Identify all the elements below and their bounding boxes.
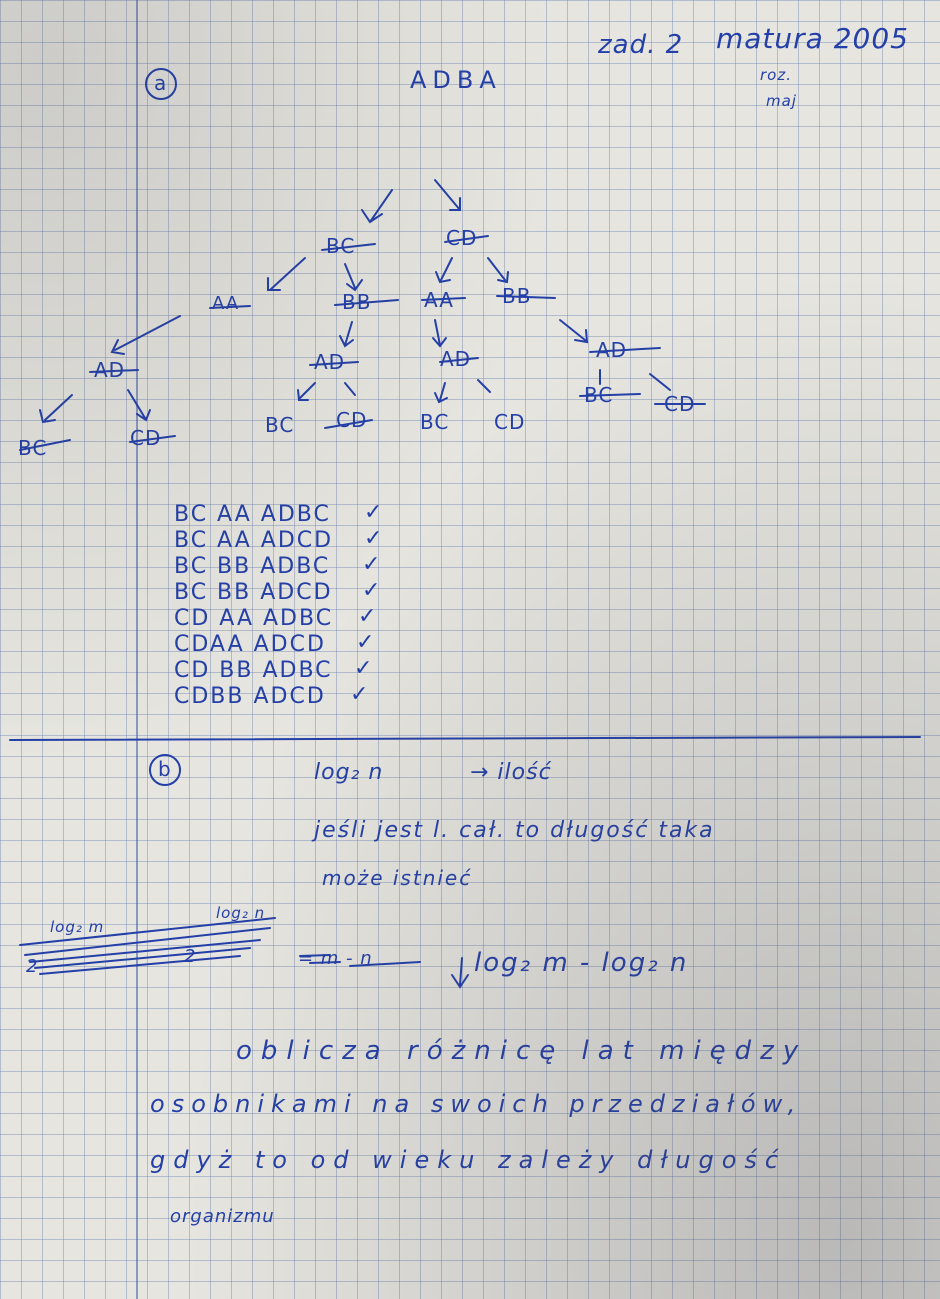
formula-log-n: log₂ n xyxy=(314,760,384,785)
result-row: CD AA ADBC xyxy=(174,606,334,631)
result-row: BC BB ADCD xyxy=(174,580,333,605)
tree-node: BB xyxy=(502,284,532,308)
part-a-circle xyxy=(145,68,177,100)
tree-node: CD xyxy=(664,392,696,416)
note-line2: maj xyxy=(766,92,797,110)
result-row: CDAA ADCD xyxy=(174,632,326,657)
checkmark-icon: ✓ xyxy=(362,552,383,577)
result-row: CD BB ADBC xyxy=(174,658,333,683)
tree-node: CD xyxy=(336,408,368,432)
formula-result: log₂ m - log₂ n xyxy=(474,948,689,978)
note-line: jeśli jest l. cał. to długość taka xyxy=(314,818,715,843)
part-a-label: a xyxy=(154,71,167,95)
checkmark-icon: ✓ xyxy=(358,604,379,629)
tree-node: BC xyxy=(18,436,48,460)
tree-node: AD xyxy=(314,350,346,374)
checkmark-icon: ✓ xyxy=(364,500,385,525)
tree-node: CD xyxy=(494,410,526,434)
result-row: BC AA ADCD xyxy=(174,528,334,553)
checkmark-icon: ✓ xyxy=(350,682,371,707)
explanation-line: gdyż to od wieku zależy długość xyxy=(150,1146,787,1174)
formula-numerator: log₂ m xyxy=(50,918,105,936)
task-number: zad. 2 xyxy=(598,30,684,60)
tree-node: AA xyxy=(212,293,240,314)
formula-crossed: = m - n xyxy=(298,948,373,969)
tree-node: AD xyxy=(596,338,628,362)
formula-meaning: → ilość xyxy=(470,760,552,785)
tree-node: BC xyxy=(584,383,614,407)
result-row: BC BB ADBC xyxy=(174,554,331,579)
explanation-line: organizmu xyxy=(170,1206,275,1227)
checkmark-icon: ✓ xyxy=(354,656,375,681)
tree-node: CD xyxy=(446,226,478,250)
explanation-line: oblicza różnicę lat między xyxy=(236,1036,808,1066)
tree-node: BC xyxy=(326,234,356,258)
result-row: BC AA ADBC xyxy=(174,502,331,527)
tree-node: AD xyxy=(440,347,472,371)
tree-node: BC xyxy=(265,413,295,437)
checkmark-icon: ✓ xyxy=(364,526,385,551)
formula-numerator: log₂ n xyxy=(216,904,266,922)
formula-denominator: 2 xyxy=(184,946,197,967)
tree-node: BC xyxy=(420,410,450,434)
explanation-line: osobnikami na swoich przedziałów, xyxy=(150,1090,803,1118)
part-b-label: b xyxy=(158,757,171,781)
tree-node: CD xyxy=(130,426,162,450)
root-sequence: ADBA xyxy=(410,66,502,94)
checkmark-icon: ✓ xyxy=(362,578,383,603)
tree-node: AA xyxy=(424,288,454,312)
formula-denominator: 2 xyxy=(26,956,39,977)
note-line: może istnieć xyxy=(322,866,473,890)
section-divider xyxy=(9,736,921,741)
checkmark-icon: ✓ xyxy=(356,630,377,655)
margin-line xyxy=(136,0,138,1299)
result-row: CDBB ADCD xyxy=(174,684,326,709)
exam-title: matura 2005 xyxy=(716,22,909,55)
note-line1: roz. xyxy=(760,66,792,84)
tree-node: AD xyxy=(94,358,126,382)
part-b-circle xyxy=(149,754,181,786)
tree-node: BB xyxy=(342,290,372,314)
